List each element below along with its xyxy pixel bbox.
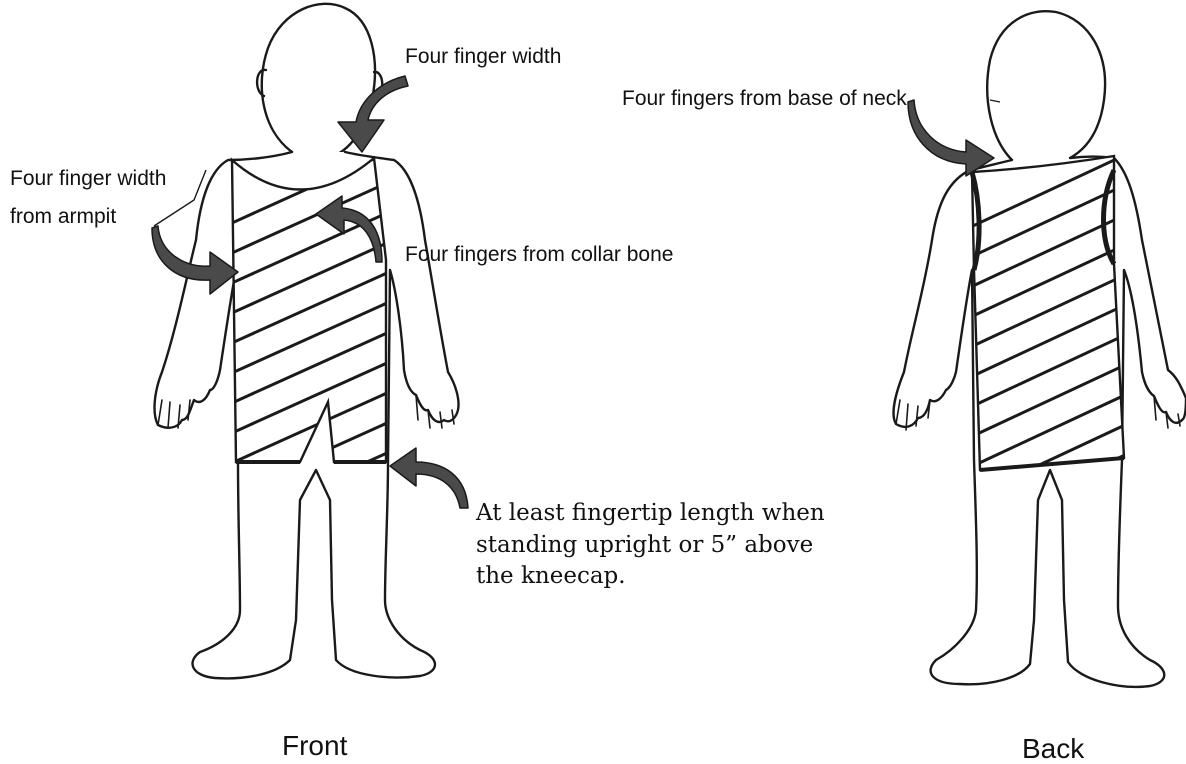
front-garment-outline: [232, 158, 386, 462]
label-four-fingers-base-neck: Four fingers from base of neck: [622, 86, 907, 111]
arrow-fingertip: [390, 448, 468, 508]
caption-front: Front: [282, 730, 347, 762]
label-fingertip-line2: standing upright or 5” above: [476, 530, 825, 562]
label-fingertip-line3: the kneecap.: [476, 561, 825, 593]
label-four-finger-width: Four finger width: [405, 44, 561, 69]
arrow-base-of-neck: [908, 100, 994, 176]
label-armpit-line2: from armpit: [10, 204, 116, 229]
back-head-outline: [987, 11, 1105, 160]
label-fingertip-length: At least fingertip length when standing …: [476, 498, 825, 593]
label-fingertip-line1: At least fingertip length when: [476, 498, 825, 530]
label-four-fingers-collar-bone: Four fingers from collar bone: [405, 242, 673, 267]
caption-back: Back: [1022, 733, 1084, 764]
label-armpit-line1: Four finger width: [10, 166, 166, 191]
back-garment-outline: [972, 156, 1124, 470]
